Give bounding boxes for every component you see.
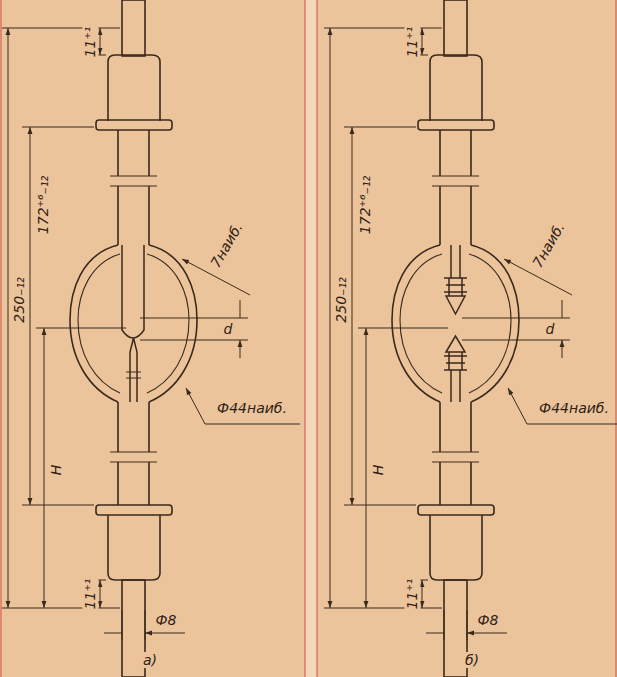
length-dimension: 172⁺⁶₋₁₂: [357, 174, 373, 236]
diameter-dimension: Ф44наиб.: [215, 400, 289, 416]
length-dimension: 250₋₁₂: [333, 275, 349, 324]
diameter-dimension: Ф44наиб.: [537, 400, 611, 416]
tolerance-dimension: 11⁺¹: [82, 577, 98, 612]
length-dimension: 172⁺⁶₋₁₂: [35, 174, 51, 236]
thickness-dimension: 7наиб.: [206, 218, 246, 272]
diameter-dimension: Ф8: [476, 612, 501, 628]
tolerance-dimension: 11⁺¹: [82, 25, 98, 60]
tolerance-dimension: 11⁺¹: [404, 25, 420, 60]
height-dimension: H: [370, 463, 386, 478]
gap-dimension: d: [544, 321, 557, 337]
figure-label: а): [141, 652, 159, 668]
electrodes: [122, 245, 467, 402]
figure-label: б): [463, 652, 481, 668]
thickness-dimension: 7наиб.: [528, 218, 568, 272]
length-dimension: 250₋₁₂: [11, 275, 27, 324]
tolerance-dimension: 11⁺¹: [404, 577, 420, 612]
height-dimension: H: [48, 463, 64, 478]
gap-dimension: d: [222, 321, 235, 337]
diameter-dimension: Ф8: [154, 612, 179, 628]
